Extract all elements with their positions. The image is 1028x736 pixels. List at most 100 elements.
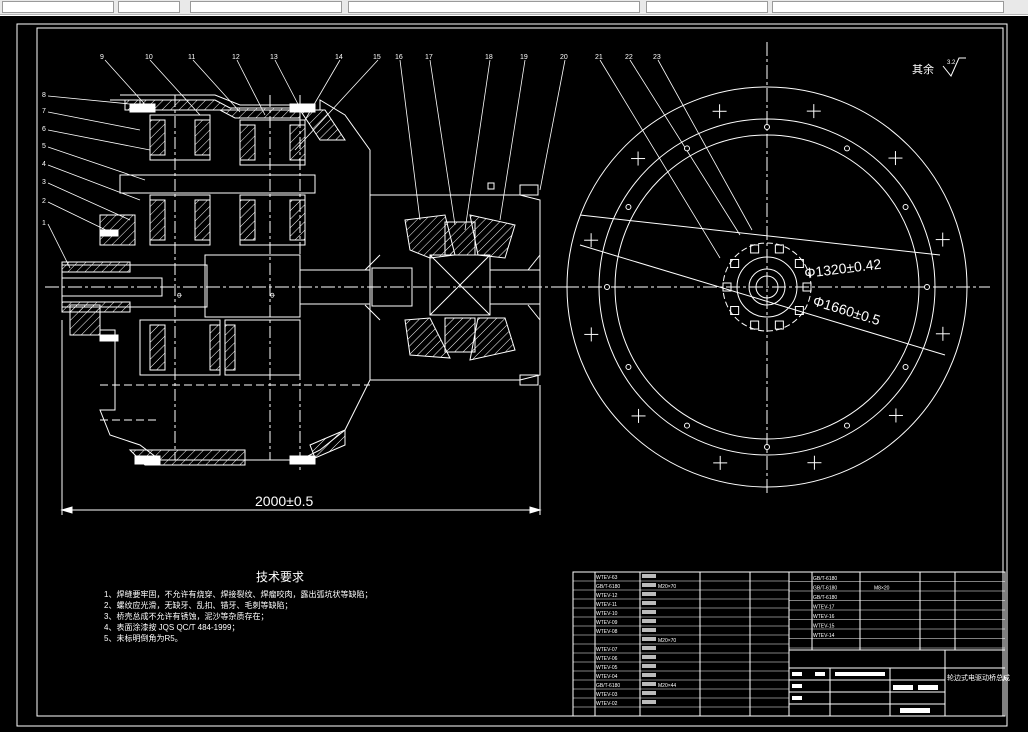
hub-bolts bbox=[722, 244, 812, 330]
flange-hole bbox=[764, 124, 770, 130]
part-label-15: 15 bbox=[373, 54, 381, 61]
flange-hole bbox=[684, 422, 690, 429]
part-label-8: 8 bbox=[42, 92, 46, 99]
cad-drawing-canvas[interactable]: 2000±0.5 Φ Φ 1 2 3 4 5 6 7 bbox=[0, 16, 1028, 732]
part-label-1: 1 bbox=[42, 220, 46, 227]
flange-hole bbox=[844, 145, 850, 152]
bom-left-code: WTEV-06 bbox=[596, 656, 618, 662]
toolbar-field-3[interactable] bbox=[190, 1, 342, 13]
toolbar-field-4[interactable] bbox=[348, 1, 640, 13]
tech-requirement-5: 5、未标明倒角为R5。 bbox=[104, 633, 183, 643]
flange-hole bbox=[625, 204, 632, 210]
bom-left-code: WTEV-11 bbox=[596, 602, 617, 608]
part-label-11: 11 bbox=[188, 54, 195, 61]
flange-hole bbox=[902, 204, 909, 210]
bom-right-code: WTEV-16 bbox=[813, 614, 835, 620]
part-label-19: 19 bbox=[520, 54, 528, 61]
bom-left-name-block bbox=[642, 574, 656, 578]
dimension-circle-1660: Φ1660±0.5 bbox=[811, 293, 882, 329]
bom-left-name-block bbox=[642, 610, 656, 614]
bom-left-code: GB/T-6180 bbox=[596, 584, 620, 590]
part-label-9: 9 bbox=[100, 54, 104, 61]
toolbar-field-5[interactable] bbox=[646, 1, 768, 13]
title-block: 轮边式电驱动桥总成 bbox=[792, 672, 1010, 713]
part-label-3: 3 bbox=[42, 179, 46, 186]
bom-left-name-block bbox=[642, 619, 656, 623]
bom-left-name-block bbox=[642, 700, 656, 704]
bom-left-name-block bbox=[642, 592, 656, 596]
bom-left-name-block bbox=[642, 691, 656, 695]
bom-right-spec: M8×20 bbox=[874, 586, 890, 592]
tech-requirement-3: 3、桥壳总成不允许有锈蚀，泥沙等杂质存在； bbox=[104, 611, 268, 621]
hub-bolt bbox=[794, 258, 804, 268]
bom-left-name-block bbox=[642, 601, 656, 605]
part-label-22: 22 bbox=[625, 54, 633, 61]
part-label-23: 23 bbox=[653, 54, 661, 61]
hub-bolt bbox=[802, 282, 812, 292]
bom-left-code: WTEV-04 bbox=[596, 674, 618, 680]
part-label-5: 5 bbox=[42, 143, 46, 150]
flange-holes bbox=[604, 124, 930, 450]
part-label-13: 13 bbox=[270, 54, 278, 61]
flange-hole bbox=[902, 364, 909, 370]
bom-left-code: WTEV-02 bbox=[596, 701, 618, 707]
toolbar-field-2[interactable] bbox=[118, 1, 180, 13]
part-label-2: 2 bbox=[42, 198, 46, 205]
tech-requirement-1: 1、焊缝要牢固，不允许有烧穿、焊接裂纹、焊瘤咬肉，露出弧坑状等缺陷； bbox=[104, 589, 372, 599]
tech-requirement-4: 4、表面涂漆按 JQS QC/T 484-1999； bbox=[104, 622, 239, 632]
inner-border bbox=[36, 27, 1004, 717]
flange-hole bbox=[625, 364, 632, 370]
bom-right-code: GB/T-6180 bbox=[813, 576, 837, 582]
bom-left-name-block bbox=[642, 583, 656, 587]
bom-right-code: GB/T-6180 bbox=[813, 595, 837, 601]
section-view: 2000±0.5 Φ Φ bbox=[45, 94, 565, 515]
bom-right-code: GB/T-6180 bbox=[813, 586, 837, 592]
part-labels: 1 2 3 4 5 6 7 8 9 10 11 12 13 14 15 16 1… bbox=[42, 54, 661, 227]
tech-requirements-title: 技术要求 bbox=[256, 570, 304, 584]
part-label-21: 21 bbox=[595, 54, 603, 61]
bom-left-name-block bbox=[642, 628, 656, 632]
bom-left-code: GB/T-6180 bbox=[596, 683, 620, 689]
hub-bolt bbox=[794, 306, 804, 316]
bom-right-code: WTEV-14 bbox=[813, 633, 835, 639]
toolbar-field-1[interactable] bbox=[2, 1, 114, 13]
part-label-leaders bbox=[47, 59, 753, 269]
hub-bolt bbox=[750, 244, 760, 254]
part-label-12: 12 bbox=[232, 54, 240, 61]
bom-left-code: WTEV-09 bbox=[596, 620, 618, 626]
roughness-value: 3.2 bbox=[947, 60, 956, 66]
shaft-dimension-1: Φ bbox=[177, 292, 184, 298]
roughness-note: 其余 bbox=[912, 62, 934, 76]
title-block-name: 轮边式电驱动桥总成 bbox=[947, 673, 1010, 682]
bom-right-code: WTEV-15 bbox=[813, 624, 835, 630]
hub-bolt bbox=[750, 320, 760, 330]
hub-bolt bbox=[774, 320, 784, 330]
bom-left-code: WTEV-05 bbox=[596, 665, 618, 671]
part-label-18: 18 bbox=[485, 54, 493, 61]
part-label-16: 16 bbox=[395, 54, 403, 61]
side-view: Φ1320±0.42 Φ1660±0.5 其余 3.2 bbox=[565, 42, 990, 495]
part-label-17: 17 bbox=[425, 54, 433, 61]
flange-hole bbox=[924, 284, 930, 290]
part-label-7: 7 bbox=[42, 108, 46, 115]
hub-bolt bbox=[774, 244, 784, 254]
part-label-4: 4 bbox=[42, 161, 46, 168]
bom-left-code: WTEV-07 bbox=[596, 647, 618, 653]
flange-hole bbox=[764, 444, 770, 450]
bom-left-code: WTEV-10 bbox=[596, 611, 618, 617]
shaft-dimension-2: Φ bbox=[270, 292, 277, 298]
bom-left-spec: M20×44 bbox=[658, 683, 676, 689]
toolbar-field-6[interactable] bbox=[772, 1, 1004, 13]
bom-left-name-block bbox=[642, 646, 656, 650]
hub-bolt bbox=[722, 282, 732, 292]
bom-left-name-block bbox=[642, 655, 656, 659]
bom-left-code: WTEV-12 bbox=[596, 593, 618, 599]
part-label-20: 20 bbox=[560, 54, 568, 61]
flange-hole bbox=[604, 284, 610, 290]
bom-row-lines bbox=[573, 580, 1005, 708]
hub-bolt bbox=[730, 306, 740, 316]
dimension-overall-length: 2000±0.5 bbox=[255, 493, 314, 509]
toolbar bbox=[0, 0, 1028, 15]
bom-right-code: WTEV-17 bbox=[813, 605, 835, 611]
